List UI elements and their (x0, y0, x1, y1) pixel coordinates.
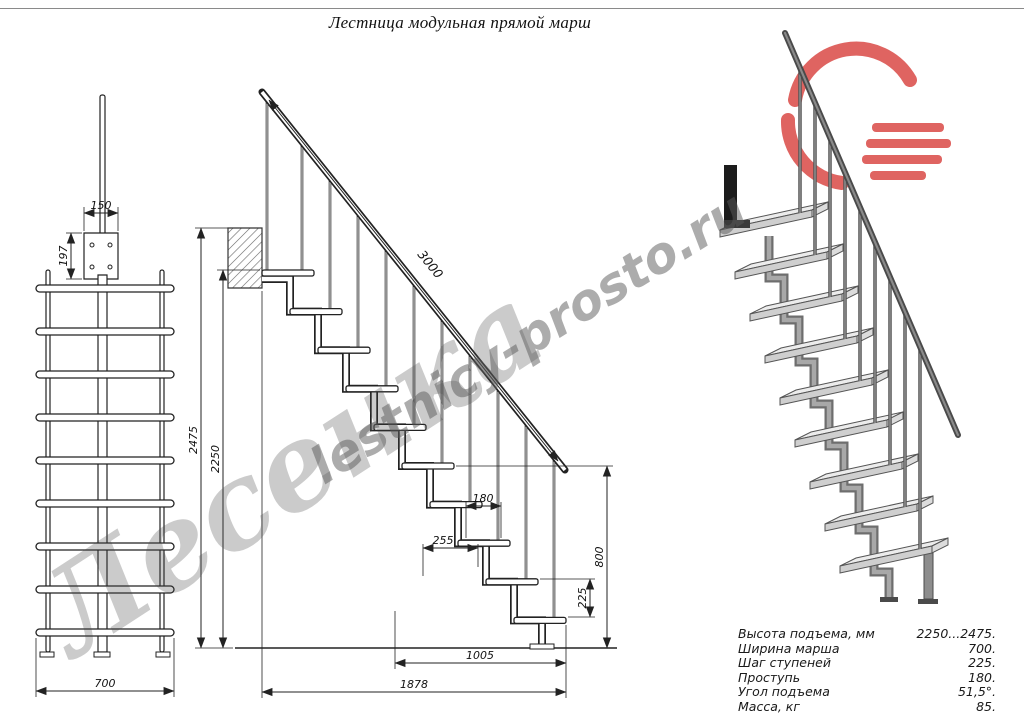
frame-top-line (0, 8, 1024, 9)
dim-1005 (394, 611, 567, 698)
support-post-3d (918, 549, 938, 604)
logo-red-swoosh (788, 49, 951, 183)
front-dim-700 (35, 638, 175, 697)
spec-label: Ширина марша (738, 640, 840, 656)
spec-value: 700. (968, 640, 996, 656)
spec-label: Шаг ступеней (738, 655, 831, 670)
spec-table: Высота подъема, мм 2250...2475. Ширина м… (738, 626, 996, 715)
spec-label: Высота подъема, мм (738, 626, 875, 641)
dim-225 (540, 578, 595, 618)
dim-2475 (195, 227, 233, 649)
dim-800 (456, 465, 613, 649)
spec-value: 85. (976, 698, 996, 714)
front-dim-197 (66, 232, 82, 280)
spec-value: 225. (968, 655, 996, 670)
spec-row-width: Ширина марша 700. (738, 640, 996, 657)
side-view: 3000 2475 2250 180 255 (187, 55, 630, 710)
balusters-3d (800, 68, 920, 549)
dim-run-lower: 1005 (466, 649, 494, 662)
front-top-post (84, 95, 118, 281)
dim-module-run: 255 (433, 534, 454, 547)
render-3d-view (690, 15, 1010, 604)
spec-row-angle: Угол подъема 51,5°. (738, 684, 996, 700)
spec-value: 51,5°. (957, 684, 996, 699)
spec-row-mass: Масса, кг 85. (738, 698, 996, 715)
front-dim-150 (83, 207, 119, 231)
spec-label: Угол подъема (738, 684, 830, 699)
dim-line-3000 (269, 99, 558, 462)
wall-mount-block (228, 228, 262, 288)
treads-3d (720, 202, 948, 573)
dim-run-total: 1878 (400, 678, 428, 691)
spec-label: Проступь (738, 669, 801, 685)
dim-riser: 225 (576, 588, 589, 609)
front-feet (40, 652, 170, 657)
dim-lower-height: 800 (593, 547, 606, 568)
balusters (267, 98, 554, 617)
handrail-3d (785, 33, 958, 435)
spec-row-step: Шаг ступеней 225. (738, 655, 996, 671)
spec-value: 2250...2475. (916, 626, 996, 641)
spec-value: 180. (968, 669, 996, 685)
dim-tread-depth: 180 (473, 492, 494, 505)
front-view: 150 197 700 (20, 75, 190, 705)
wall-bracket-3d (724, 165, 750, 228)
dim-bracket-width: 150 (91, 199, 112, 212)
dim-stringer-length: 3000 (415, 247, 447, 281)
dim-width: 700 (95, 677, 116, 690)
dim-height-floor: 2250 (209, 445, 222, 473)
dim-bracket-height: 197 (57, 246, 70, 267)
dim-180 (465, 501, 502, 538)
drawing-title: Лестница модульная прямой марш (328, 13, 592, 32)
dim-2250 (217, 269, 260, 649)
spec-row-tread: Проступь 180. (738, 669, 996, 686)
spec-row-height: Высота подъема, мм 2250...2475. (738, 626, 996, 642)
dim-255 (422, 543, 479, 576)
dim-1878 (261, 291, 567, 698)
spec-label: Масса, кг (738, 698, 800, 714)
dim-height-total: 2475 (187, 426, 200, 454)
front-steps (36, 285, 174, 636)
